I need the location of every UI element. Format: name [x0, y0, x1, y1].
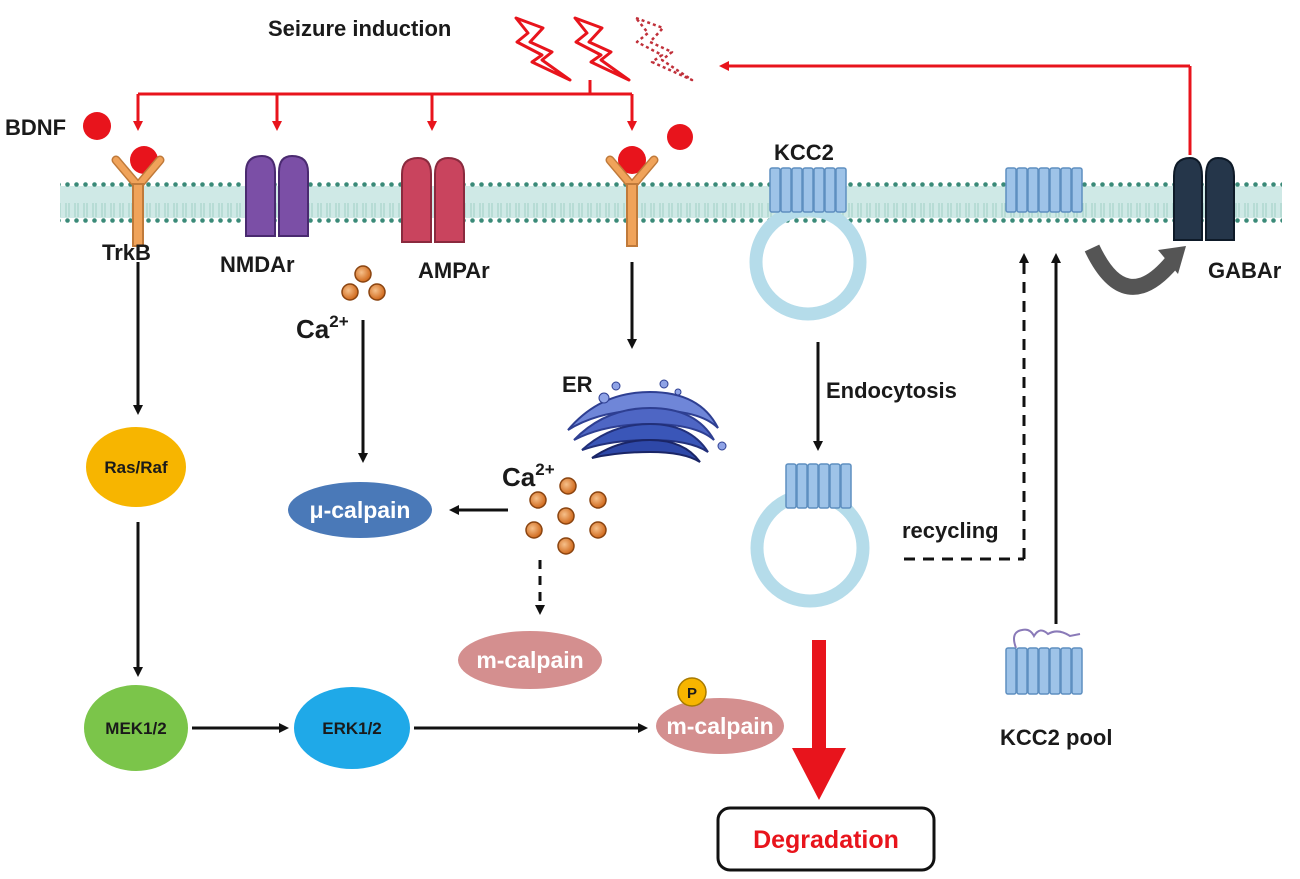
- m-calpain-label: m-calpain: [476, 647, 583, 673]
- mu-calpain-label: μ-calpain: [310, 497, 411, 523]
- ras-raf-node: [86, 427, 186, 507]
- kcc2-transporter-recycled: [1005, 167, 1083, 213]
- ca-ions-cluster-2: [525, 477, 607, 555]
- m-calpain-node: [458, 631, 602, 689]
- gabar-label: GABAr: [1208, 258, 1282, 283]
- bdnf-label: BDNF: [5, 115, 66, 140]
- kcc2-pool-transporter: [1005, 628, 1083, 695]
- grey-curved-arrow-icon: [1084, 244, 1186, 295]
- m-calpain-phospho-label: m-calpain: [666, 713, 773, 739]
- seizure-activation-arrows: [133, 80, 637, 131]
- trkb-receptor-2: [605, 155, 659, 247]
- recycling-label: recycling: [902, 518, 999, 543]
- mu-calpain-node: [288, 482, 432, 538]
- ampar-label: AMPAr: [418, 258, 490, 283]
- endoplasmic-reticulum-icon: [567, 379, 727, 463]
- gabar-channel: [1173, 156, 1235, 241]
- ca-label-1: Ca2+: [296, 312, 349, 344]
- er-label: ER: [562, 372, 593, 397]
- trkb-label: TrkB: [102, 240, 151, 265]
- ampar-channel: [401, 156, 465, 243]
- cell-membrane: [60, 182, 1282, 223]
- degradation-arrow: [792, 640, 846, 800]
- bdnf-ligand: [83, 112, 111, 140]
- m-calpain-phospho-node: [656, 698, 784, 754]
- kcc2-transporter-membrane: [769, 167, 847, 213]
- trkb-receptor-1: [111, 155, 165, 247]
- kcc2-transporter-internalized: [785, 463, 852, 509]
- ca-label-2: Ca2+: [502, 460, 555, 492]
- erk-node: [294, 687, 410, 769]
- endocytosis-label: Endocytosis: [826, 378, 957, 403]
- erk-label: ERK1/2: [322, 719, 382, 738]
- phosphate-badge: [677, 677, 707, 707]
- degradation-box: [716, 806, 936, 872]
- bdnf-bound-2: [618, 146, 646, 174]
- ras-raf-label: Ras/Raf: [104, 458, 168, 477]
- bdnf-free-2: [667, 124, 693, 150]
- mek-label: MEK1/2: [105, 719, 166, 738]
- lightning-bolt-icon-1: [514, 16, 572, 82]
- lightning-bolt-icon-3: [634, 16, 694, 82]
- endocytic-vesicle: [749, 203, 867, 321]
- gabar-feedback-arrow: [719, 61, 1192, 155]
- internalized-vesicle: [750, 488, 870, 608]
- ca-ions-cluster-1: [341, 265, 386, 301]
- mek-node: [84, 685, 188, 771]
- degradation-label: Degradation: [753, 826, 899, 854]
- nmdar-label: NMDAr: [220, 252, 295, 277]
- kcc2-pool-label: KCC2 pool: [1000, 725, 1112, 750]
- kcc2-label: KCC2: [774, 140, 834, 165]
- lightning-bolt-icon-2: [573, 16, 631, 82]
- phosphate-label: P: [687, 685, 697, 702]
- nmdar-channel: [245, 154, 309, 237]
- recycling-arrow: [904, 253, 1029, 561]
- seizure-induction-label: Seizure induction: [268, 16, 451, 41]
